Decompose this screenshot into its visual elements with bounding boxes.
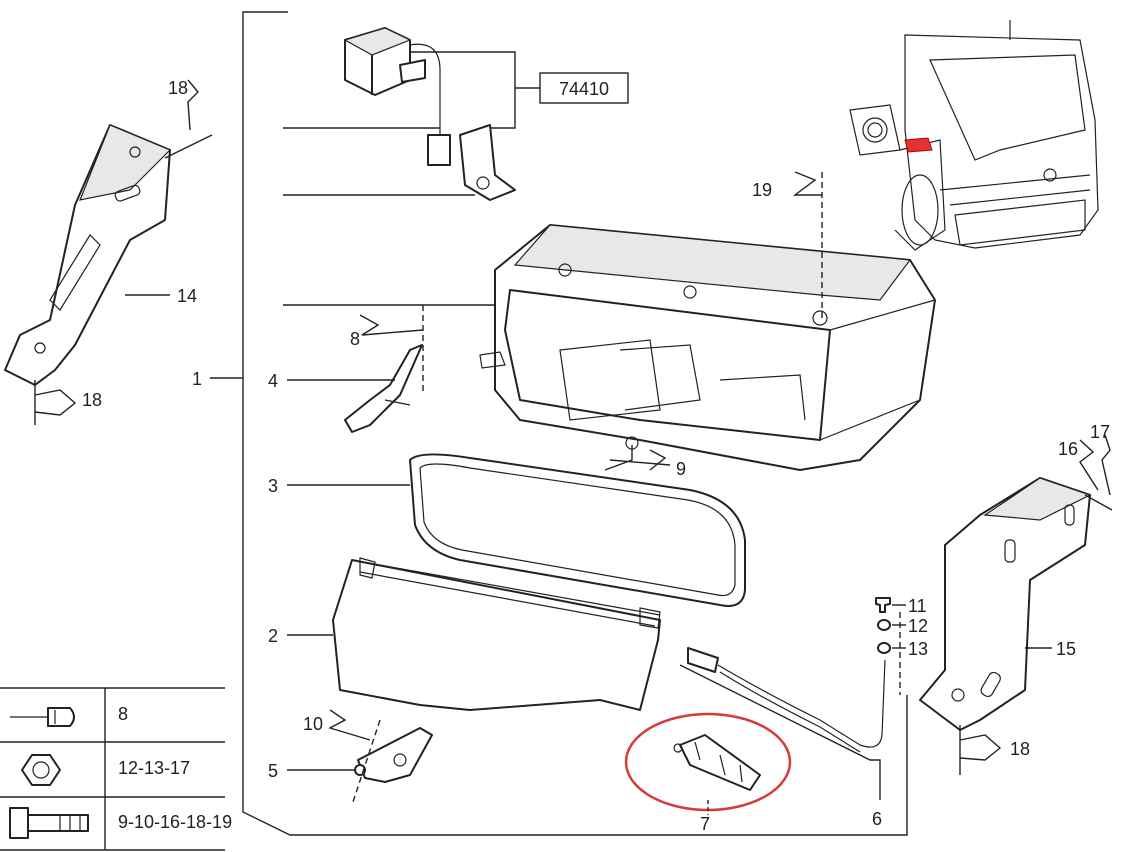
callout-15: 15	[1056, 639, 1076, 659]
legend-row-nut: 12-13-17	[118, 758, 190, 778]
strap-part	[344, 344, 423, 433]
callout-5: 5	[268, 761, 278, 781]
callout-13: 13	[908, 639, 928, 659]
callout-14: 14	[177, 286, 197, 306]
callout-19: 19	[752, 180, 772, 200]
callout-10: 10	[303, 714, 323, 734]
callout-18-left: 18	[82, 390, 102, 410]
cover-plate	[332, 557, 661, 711]
callout-6: 6	[872, 809, 882, 829]
fastener-legend: 8 12-13-17 9-10-16-18-19	[0, 687, 232, 851]
gasket-ring	[409, 453, 746, 607]
callout-17: 17	[1090, 422, 1110, 442]
callout-7: 7	[700, 814, 710, 834]
cable-part	[687, 647, 886, 753]
callout-11: 11	[908, 596, 927, 616]
battery-tray	[479, 224, 936, 471]
left-bracket	[4, 124, 172, 386]
highlight-marker	[904, 137, 933, 153]
right-bracket	[919, 477, 1092, 731]
callout-18-right: 18	[1010, 739, 1030, 759]
sensor-assembly	[343, 27, 516, 201]
legend-row-rivet: 8	[118, 704, 128, 724]
truck-thumbnail	[849, 20, 1099, 251]
callout-4: 4	[268, 371, 278, 391]
legend-row-bolt: 9-10-16-18-19	[118, 812, 232, 832]
callout-8: 8	[350, 329, 360, 349]
callout-16: 16	[1058, 439, 1078, 459]
callout-2: 2	[268, 626, 278, 646]
rivet-icon	[10, 707, 75, 727]
fastener-stack	[875, 597, 891, 654]
reference-box	[539, 72, 629, 104]
hinge-part	[354, 727, 433, 783]
hex-nut-icon	[21, 754, 61, 786]
callout-18-top-left: 18	[168, 78, 188, 98]
bolt-icon	[9, 807, 89, 839]
callout-3: 3	[268, 476, 278, 496]
callout-9: 9	[676, 459, 686, 479]
clip-part	[673, 734, 761, 791]
callout-1: 1	[192, 369, 202, 389]
group-frame	[242, 11, 908, 836]
reference-number: 74410	[559, 79, 609, 99]
callout-12: 12	[908, 616, 928, 636]
